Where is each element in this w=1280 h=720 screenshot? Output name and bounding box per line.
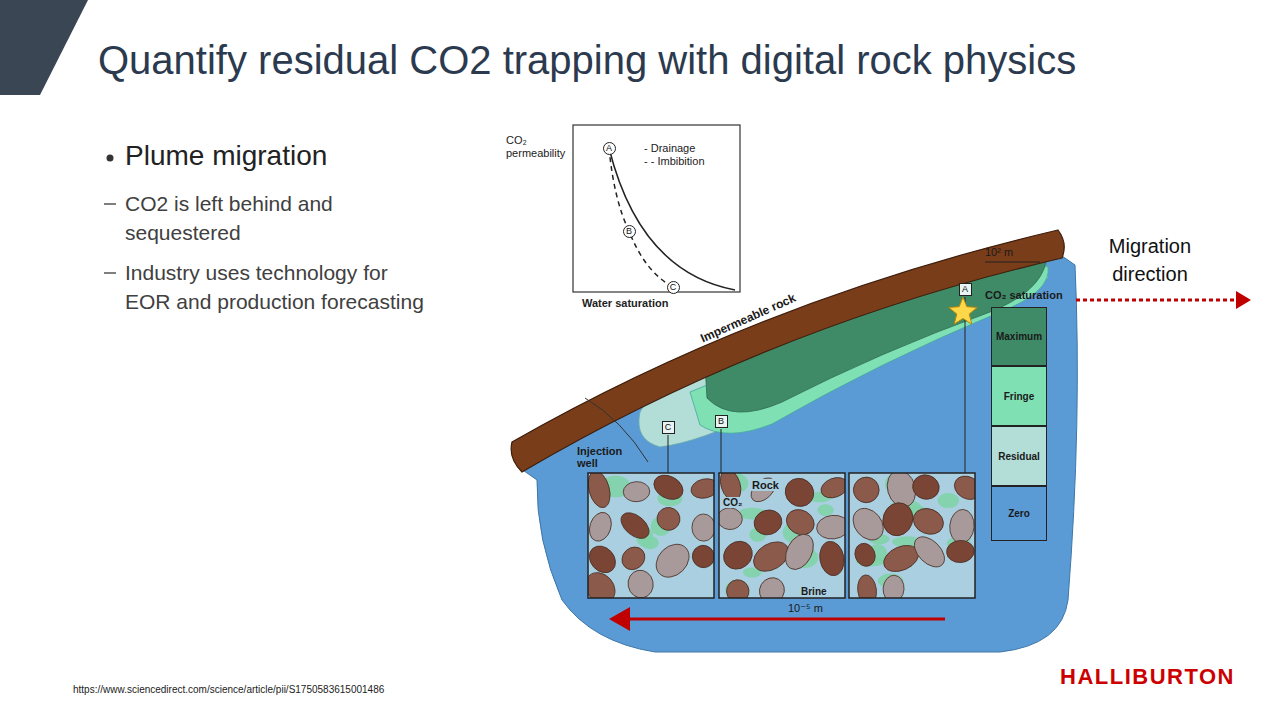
leader-line [721,429,722,473]
panel-frame [719,473,845,598]
rock-label: Impermeable rock [698,291,798,346]
legend-entry: Residual [991,426,1047,486]
location-box: A [959,283,972,296]
pore-panel [588,473,714,598]
legend-text: - Drainage [644,142,695,154]
source-url: https://www.sciencedirect.com/science/ar… [73,684,384,695]
location-box: B [715,415,728,428]
leader-line [668,435,669,473]
sub-bullet-text: Industry uses technology for EOR and pro… [125,258,435,316]
axis-label: CO₂ permeability [506,134,568,160]
panel-frame [588,473,714,598]
star-marker [949,297,978,324]
imbibition-curve [609,148,673,287]
legend-text: Fringe [1004,391,1035,402]
legend-entry: Fringe [991,366,1047,426]
legend-text: Maximum [996,331,1042,342]
pore-panels [579,467,985,609]
point-marker: A [603,142,616,155]
sub-bullet-dash [104,203,116,205]
company-logo: HALLIBURTON [1060,664,1235,690]
corner-band [0,0,88,95]
pore-label: Rock [751,479,780,491]
sub-bullet-text: CO2 is left behind and sequestered [125,189,435,247]
point-marker: B [623,225,636,238]
scale-label: 10² m [985,246,1013,258]
marker-letter: B [718,417,724,426]
pore-panel [849,473,975,598]
leader-line [965,297,966,473]
pore-label: CO₂ [722,497,743,508]
legend-text: Residual [998,451,1040,462]
marker-letter: A [962,285,968,294]
direction-label: Migration direction [1088,232,1212,288]
slide-title: Quantify residual CO2 trapping with digi… [98,38,1076,83]
legend-entry: Zero [991,486,1047,541]
well-label: Injection well [577,445,629,469]
axis-label: Water saturation [582,297,668,309]
bullet-dot [107,155,114,162]
pore-label: Brine [800,586,828,597]
flow-arrow [612,618,945,621]
pore-panel [719,473,845,598]
marker-letter: C [670,283,677,292]
caprock [511,230,1064,472]
marker-letter: A [606,144,612,153]
point-marker: C [667,281,680,294]
bullet-text: Plume migration [125,140,327,172]
sub-bullet-dash [104,272,116,274]
drainage-curve [609,148,735,290]
legend-text: Zero [1008,508,1030,519]
marker-letter: B [626,227,632,236]
panel-frame [849,473,975,598]
scale-bar [985,262,1040,263]
scale-label: 10⁻⁵ m [788,602,823,615]
migration-arrow [1076,299,1248,302]
location-box: C [662,421,675,434]
marker-letter: C [665,423,672,432]
legend-heading: CO₂ saturation [985,289,1063,301]
legend-text: - - Imbibition [644,155,705,167]
chart-frame [573,125,740,292]
legend-entry: Maximum [991,307,1047,366]
